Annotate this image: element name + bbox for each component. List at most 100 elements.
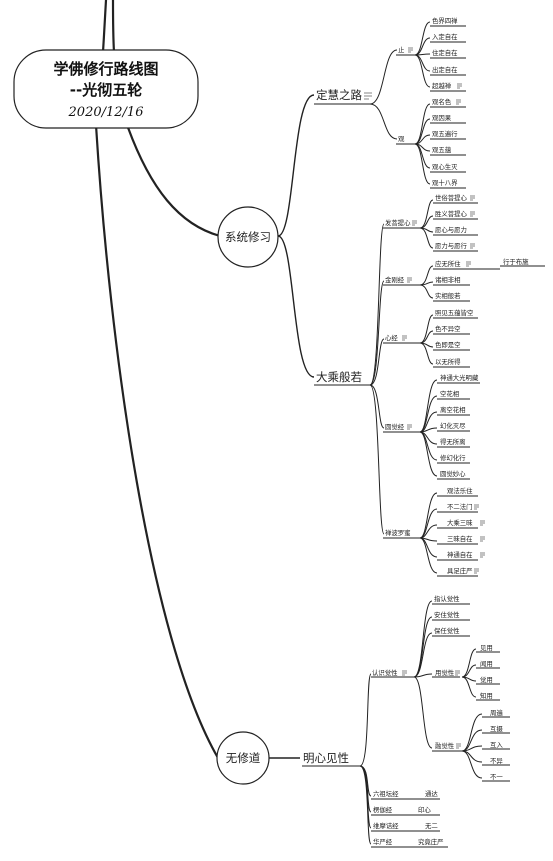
list-item[interactable]: 华严经 bbox=[373, 837, 393, 846]
node-chanboluomi[interactable]: 禅波罗蜜 bbox=[385, 528, 411, 537]
list-item[interactable]: 照见五蕴皆空 bbox=[435, 308, 473, 317]
list-item[interactable]: 周遍 bbox=[490, 708, 503, 717]
renshi-items: 指认觉性 安住觉性 保任觉性 bbox=[434, 594, 460, 635]
list-item[interactable]: 修幻化行 bbox=[440, 453, 466, 462]
list-item[interactable]: 以无所得 bbox=[435, 357, 461, 366]
list-item[interactable]: 观五遍行 bbox=[432, 129, 458, 138]
list-item[interactable]: 安住觉性 bbox=[434, 610, 460, 619]
chanboluomi-items: 观法乐住 不二法门 大乘三昧 三昧自在 神通自在 具足庄严 bbox=[447, 486, 485, 575]
list-item[interactable]: 保任觉性 bbox=[434, 626, 460, 635]
node-faputixin[interactable]: 发菩提心 bbox=[385, 218, 417, 227]
note-icon bbox=[408, 47, 413, 53]
list-item[interactable]: 神通大光明藏 bbox=[440, 373, 479, 382]
list-item[interactable]: 空花相 bbox=[440, 389, 459, 398]
map-subtitle: --光彻五轮 bbox=[70, 81, 142, 99]
list-item[interactable]: 具足庄严 bbox=[447, 566, 473, 575]
renshi-label: 认识觉性 bbox=[372, 668, 398, 677]
list-item[interactable]: 观名色 bbox=[432, 97, 452, 106]
xitong-label: 系统修习 bbox=[225, 230, 271, 244]
root-title-box bbox=[13, 49, 199, 129]
list-item[interactable]: 神通自在 bbox=[447, 550, 473, 559]
node-xitong[interactable]: 系统修习 bbox=[217, 206, 279, 268]
list-item[interactable]: 得无所离 bbox=[440, 437, 466, 446]
note-icon bbox=[457, 83, 462, 89]
root-title-node[interactable]: 学佛修行路线图 --光彻五轮 2020/12/16 bbox=[13, 49, 199, 129]
list-item[interactable]: 实相般若 bbox=[435, 291, 461, 300]
list-item[interactable]: 色即是空 bbox=[435, 340, 461, 349]
dasheng-label: 大乘般若 bbox=[316, 370, 362, 384]
node-renshi[interactable]: 认识觉性 bbox=[372, 668, 407, 677]
list-item[interactable]: 指认觉性 bbox=[434, 594, 460, 603]
node-mingxin[interactable]: 明心见性 bbox=[303, 751, 349, 765]
list-item[interactable]: 观心生灭 bbox=[432, 162, 458, 171]
list-item[interactable]: 不一 bbox=[490, 773, 503, 781]
list-item[interactable]: 不二法门 bbox=[447, 502, 473, 511]
node-rongjue[interactable]: 融觉性 bbox=[435, 741, 461, 750]
zhi-items: 色界四禅 入定自在 住定自在 出定自在 超越禅 bbox=[432, 16, 462, 90]
list-item[interactable]: 观十八界 bbox=[432, 178, 458, 187]
connector-lines bbox=[94, 0, 545, 848]
node-guan[interactable]: 观 bbox=[398, 135, 405, 143]
list-item[interactable]: 胜义菩提心 bbox=[435, 209, 468, 218]
list-item[interactable]: 色不异空 bbox=[435, 324, 461, 333]
list-item[interactable]: 幻化灭尽 bbox=[440, 421, 466, 430]
yongjue-items: 见用 闻用 觉用 知用 bbox=[480, 644, 493, 700]
list-item[interactable]: 愿力与愿行 bbox=[435, 241, 468, 250]
list-item[interactable]: 观五蕴 bbox=[432, 145, 452, 154]
note-icon bbox=[480, 520, 485, 526]
list-item[interactable]: 楞伽经 bbox=[373, 805, 393, 814]
note-icon bbox=[456, 99, 461, 105]
list-item[interactable]: 圆觉妙心 bbox=[440, 469, 466, 478]
node-dinghui[interactable]: 定慧之路 bbox=[316, 88, 372, 102]
node-yuanjue[interactable]: 圆觉经 bbox=[385, 422, 412, 431]
chanboluomi-label: 禅波罗蜜 bbox=[385, 528, 411, 537]
list-item[interactable]: 离空花相 bbox=[440, 405, 466, 414]
node-yongjue[interactable]: 用觉性 bbox=[435, 668, 460, 677]
mingxin-label: 明心见性 bbox=[303, 751, 349, 765]
list-item[interactable]: 互摄 bbox=[490, 724, 503, 733]
list-item[interactable]: 六祖坛经 bbox=[373, 789, 399, 798]
list-item[interactable]: 诸相非相 bbox=[435, 275, 461, 284]
list-item[interactable]: 印心 bbox=[418, 806, 431, 814]
note-icon bbox=[470, 211, 475, 217]
list-item[interactable]: 世俗菩提心 bbox=[435, 193, 468, 202]
list-item[interactable]: 观因果 bbox=[432, 114, 452, 122]
list-item[interactable]: 闻用 bbox=[480, 659, 493, 668]
node-zhi[interactable]: 止 bbox=[398, 45, 413, 54]
list-item[interactable]: 不异 bbox=[490, 757, 503, 765]
list-item[interactable]: 愿心与愿力 bbox=[435, 225, 467, 234]
list-item[interactable]: 究竟庄严 bbox=[418, 837, 444, 846]
list-item[interactable]: 觉用 bbox=[480, 675, 493, 684]
list-item[interactable]: 知用 bbox=[480, 691, 493, 700]
list-item[interactable]: 应无所住 bbox=[435, 259, 461, 268]
note-icon bbox=[364, 92, 372, 100]
node-jingang[interactable]: 金刚经 bbox=[385, 275, 412, 284]
node-dasheng[interactable]: 大乘般若 bbox=[316, 370, 362, 384]
list-item[interactable]: 入定自在 bbox=[432, 32, 458, 41]
list-item[interactable]: 见用 bbox=[480, 644, 493, 652]
list-item[interactable]: 色界四禅 bbox=[432, 16, 458, 25]
list-item[interactable]: 维摩诘经 bbox=[373, 821, 399, 830]
jingang-items: 应无所住 诸相非相 实相般若 行于布施 bbox=[435, 257, 529, 300]
list-item[interactable]: 观法乐住 bbox=[447, 486, 473, 495]
xinjing-label: 心经 bbox=[385, 333, 398, 342]
note-icon bbox=[402, 335, 407, 341]
list-item[interactable]: 三昧自在 bbox=[447, 534, 473, 543]
map-title: 学佛修行路线图 bbox=[53, 60, 158, 78]
jingang-label: 金刚经 bbox=[385, 275, 405, 284]
node-wuxiudao[interactable]: 无修道 bbox=[216, 731, 270, 785]
list-item[interactable]: 通达 bbox=[425, 789, 438, 798]
list-item[interactable]: 行于布施 bbox=[503, 257, 529, 266]
node-xinjing[interactable]: 心经 bbox=[385, 333, 407, 342]
list-item[interactable]: 大乘三昧 bbox=[447, 518, 473, 527]
list-item[interactable]: 超越禅 bbox=[432, 81, 452, 90]
list-item[interactable]: 互入 bbox=[490, 741, 503, 749]
yuanjue-label: 圆觉经 bbox=[385, 422, 405, 431]
list-item[interactable]: 住定自在 bbox=[432, 48, 458, 57]
note-icon bbox=[474, 504, 479, 510]
list-item[interactable]: 出定自在 bbox=[432, 65, 458, 74]
zhi-label: 止 bbox=[398, 45, 405, 54]
rongjue-items: 周遍 互摄 互入 不异 不一 bbox=[490, 708, 503, 781]
list-item[interactable]: 无二 bbox=[425, 822, 438, 830]
